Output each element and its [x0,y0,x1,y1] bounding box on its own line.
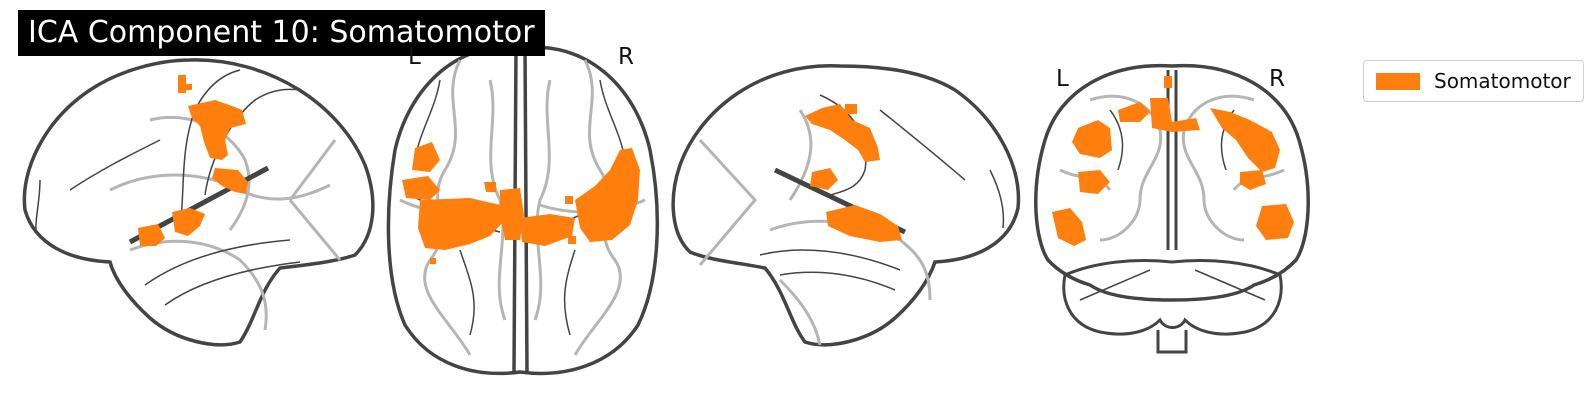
right-sagittal-sulcus-faint [778,278,822,346]
figure-title: ICA Component 10: Somatomotor [18,10,545,56]
right-sagittal-outline [671,64,1021,347]
coronal-right-label: R [1269,66,1285,92]
right-sagittal-view [671,64,1021,347]
left-sagittal-sulcus-faint [288,139,342,261]
right-sagittal-activation [805,104,902,242]
axial-sulcus [599,79,626,161]
coronal-cerebellum [1062,259,1283,336]
right-sagittal-sulcus-faint [788,109,813,201]
right-sagittal-sulcus [879,109,966,181]
legend-swatch [1376,72,1420,90]
axial-activation [402,142,640,264]
axial-view [386,45,659,376]
left-sagittal-sulcus [69,139,161,191]
left-sagittal-view [22,58,375,347]
axial-outline [386,45,659,376]
legend-label: Somatomotor [1434,69,1571,93]
coronal-sulcus [1079,269,1266,301]
coronal-midline [1166,70,1178,250]
coronal-brainstem [1156,330,1188,354]
right-sagittal-sulcus [759,249,901,271]
left-sagittal-sulcus-faint [149,115,251,231]
legend: Somatomotor [1363,60,1584,102]
coronal-activation [1052,76,1294,246]
axial-sulcus [563,249,576,336]
coronal-left-label: L [1056,66,1069,92]
left-sagittal-activation [138,75,248,246]
axial-sulcus [459,249,475,336]
right-sagittal-sulcus [779,271,896,291]
coronal-outline [1034,63,1310,302]
coronal-sulcus-faint [1089,94,1163,242]
axial-left-label: L [408,44,421,70]
right-sagittal-sulcus-faint [698,138,757,266]
left-sagittal-sulcus-faint [129,239,268,331]
right-sagittal-sulcus [989,169,1005,229]
axial-sulcus-faint [533,79,552,321]
left-sagittal-outline [22,58,375,347]
left-sagittal-sulcus [164,261,301,306]
left-sagittal-sulcus [35,179,41,231]
coronal-view [1034,63,1310,354]
left-sagittal-sulcus [204,88,301,196]
axial-right-label: R [618,44,634,70]
left-sagittal-sulcus [144,239,291,286]
coronal-sulcus-faint [1181,94,1255,242]
